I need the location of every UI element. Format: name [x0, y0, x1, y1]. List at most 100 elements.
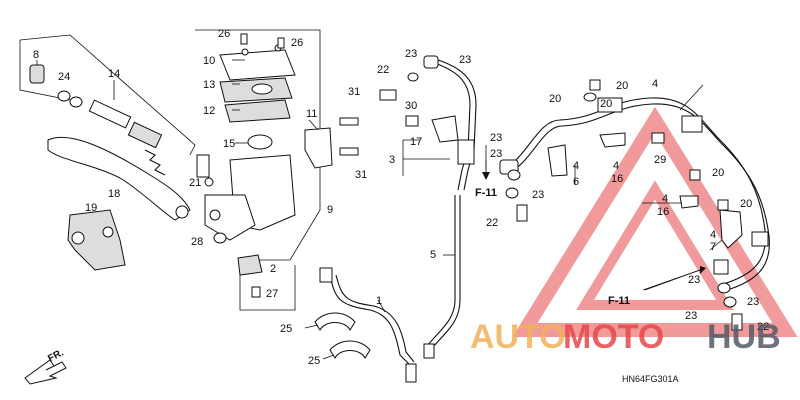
callout-30: 30: [405, 100, 417, 112]
part-2: [237, 254, 263, 276]
part-18: [47, 136, 191, 221]
callout-20c: 20: [600, 98, 612, 110]
part-12: [224, 99, 291, 123]
section-ref-group: F-11 F-11: [475, 160, 706, 307]
callout-23-b: 23: [459, 54, 471, 66]
callout-8: 8: [33, 49, 39, 61]
part-22-top: [379, 89, 397, 101]
watermark-part3: HUB: [707, 318, 781, 356]
callout-12: 12: [203, 105, 215, 117]
callout-labels: 8 24 14 18 19 21 28 26 26 10 13 12 15 11…: [33, 28, 769, 367]
part-23-r1: [713, 259, 729, 275]
part-28: [213, 232, 227, 244]
callout-4e: 4: [710, 229, 716, 241]
part-25a: [314, 312, 356, 332]
callout-23-e: 23: [532, 189, 544, 201]
part-27: [251, 286, 261, 298]
callout-4d: 4: [662, 193, 668, 205]
part-20b: [583, 92, 597, 102]
part-31b: [339, 147, 359, 156]
hose-upper: [379, 55, 477, 359]
callout-27: 27: [266, 288, 278, 300]
callout-22-b: 22: [486, 217, 498, 229]
callout-6: 6: [573, 176, 579, 188]
callout-29: 29: [654, 154, 666, 166]
callout-26a: 26: [218, 28, 230, 40]
part-23-l: [505, 187, 519, 199]
part-7: [719, 209, 743, 249]
callout-11: 11: [306, 108, 317, 120]
callout-4a: 4: [573, 160, 579, 172]
callout-25a: 25: [280, 323, 292, 335]
callout-23-d: 23: [490, 148, 502, 160]
callout-16a: 16: [611, 173, 623, 185]
callout-14: 14: [108, 68, 120, 80]
watermark-part2: MOTO: [563, 318, 664, 356]
part-30: [405, 115, 419, 127]
callout-20e: 20: [740, 198, 752, 210]
part-20c: [689, 169, 701, 181]
callout-16b: 16: [657, 206, 669, 218]
part-19: [67, 209, 126, 271]
part-20d: [717, 199, 729, 211]
part-29: [651, 132, 665, 144]
section-ref-1: F-11: [475, 187, 497, 199]
part-16b: [679, 195, 699, 209]
part-6: [547, 144, 568, 177]
callout-24: 24: [58, 71, 70, 83]
master-cylinder: [195, 29, 359, 311]
callout-20d: 20: [712, 167, 724, 179]
callout-20a: 20: [549, 93, 561, 105]
center-parts: [314, 267, 417, 383]
part-26a: [240, 33, 248, 45]
callout-23-c: 23: [490, 132, 502, 144]
part-11: [304, 127, 333, 169]
callout-13: 13: [203, 79, 215, 91]
diagram-code: HN64FG301A: [622, 374, 679, 384]
callout-25b: 25: [308, 355, 320, 367]
callout-18: 18: [108, 188, 120, 200]
callout-22-c: 22: [757, 321, 769, 333]
hose-right: [499, 79, 770, 331]
callout-23-g: 23: [747, 296, 759, 308]
lever-assembly: [19, 34, 214, 271]
callout-5: 5: [430, 249, 436, 261]
callout-4b: 4: [652, 78, 658, 90]
part-3: [431, 61, 471, 191]
part-26b: [277, 37, 285, 49]
callout-31b: 31: [355, 169, 367, 181]
callout-19: 19: [85, 202, 97, 214]
part-22-r: [731, 313, 743, 331]
part-8: [29, 64, 45, 84]
part-31a: [339, 117, 359, 126]
part-4: [509, 97, 766, 286]
callout-17: 17: [410, 136, 422, 148]
part-17: [431, 115, 459, 143]
section-ref-2: F-11: [608, 295, 630, 307]
watermark-text: AUTO MOTO HUB: [470, 318, 781, 356]
part-23-top: [407, 72, 419, 82]
callout-2: 2: [270, 263, 276, 275]
callout-10: 10: [203, 55, 215, 67]
part-20a: [589, 79, 601, 91]
part-23-r2: [723, 296, 737, 308]
callout-23-h: 23: [685, 310, 697, 322]
callout-26b: 26: [291, 37, 303, 49]
part-5: [427, 195, 456, 346]
part-14: [88, 99, 166, 176]
direction-label: FR.: [46, 347, 66, 364]
part-15: [247, 134, 273, 150]
watermark-logo: [512, 106, 798, 337]
callout-20b: 20: [616, 80, 628, 92]
part-10: [219, 49, 296, 81]
part-22-l: [516, 204, 528, 222]
part-25b: [329, 340, 371, 360]
callout-1: 1: [376, 295, 382, 307]
part-1: [329, 274, 411, 366]
part-16a: [599, 132, 626, 148]
callout-7: 7: [710, 241, 716, 253]
callout-4c: 4: [613, 160, 619, 172]
callout-3: 3: [389, 154, 395, 166]
